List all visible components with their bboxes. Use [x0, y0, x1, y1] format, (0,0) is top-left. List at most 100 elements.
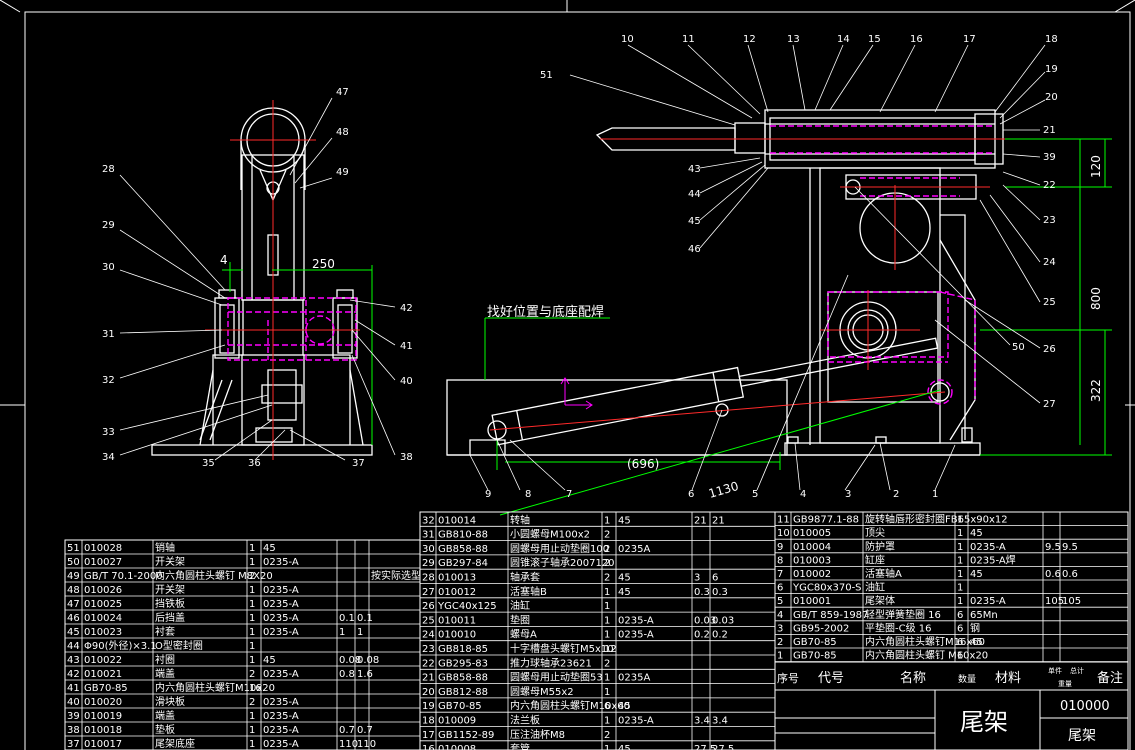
bom-mid-cell: 法兰板	[510, 714, 540, 727]
bom-mid-cell: 套管	[510, 742, 530, 750]
bom-mid-cell: 17	[422, 730, 435, 741]
bom-right-cell: 平垫圈-C级 16	[865, 621, 932, 634]
bom-left-cell: 1	[249, 627, 255, 638]
bom-left-cell: 50	[67, 557, 80, 568]
callout-2: 2	[893, 489, 899, 500]
header-name: 名称	[900, 670, 926, 686]
dim-696: (696)	[627, 457, 659, 471]
callout-3: 3	[845, 489, 851, 500]
bom-left-cell: 38	[67, 725, 80, 736]
bom-left-cell: Φ90(外径)×3.1	[84, 639, 157, 652]
bom-mid-cell: 内六角圆柱头螺钉M10x60	[510, 699, 630, 712]
bom-left-cell: 45	[263, 543, 276, 554]
bom-left-cell: 1	[249, 641, 255, 652]
bom-mid-cell: 1	[604, 673, 610, 684]
bom-mid-cell: 圆螺母用止动垫圈100	[510, 542, 609, 555]
bom-mid-cell: 29	[422, 558, 435, 569]
bom-right-cell: 防护罩	[865, 540, 895, 553]
bom-mid-cell: 27	[422, 587, 435, 598]
bom-mid-cell: 45	[618, 573, 631, 584]
bom-mid-cell: 32	[422, 515, 435, 526]
bom-left-cell: 010022	[84, 655, 122, 666]
bom-header-labels: 序号 代号 名称 数量 材料 单件 总计 重量 备注	[777, 666, 1123, 688]
bom-mid-cell: 1	[604, 615, 610, 626]
callout-35: 35	[202, 458, 215, 469]
bom-mid-cell: 1	[604, 630, 610, 641]
callout-9: 9	[485, 489, 491, 500]
bom-right-cell: 尾架体	[865, 595, 895, 607]
callout-21: 21	[1043, 125, 1056, 136]
bom-left-cell: O型密封圈	[155, 639, 203, 652]
bom-left-cell: 010025	[84, 599, 122, 610]
callout-5: 5	[752, 489, 758, 500]
bom-left-cell: 49	[67, 571, 80, 582]
bom-mid-cell: GB818-85	[438, 644, 488, 655]
corner-marks	[0, 0, 1135, 13]
bom-mid-cell: 23	[422, 644, 435, 655]
callout-4: 4	[800, 489, 806, 500]
bom-left-cell: 2	[249, 669, 255, 680]
bom-mid-cell: 垫圈	[510, 613, 530, 626]
bom-mid-cell: GB810-88	[438, 530, 488, 541]
bom-right-cell: GB70-85	[793, 637, 837, 648]
bom-right-cell: GB9877.1-88	[793, 515, 859, 526]
callout-23: 23	[1043, 215, 1056, 226]
bom-mid-cell: 推力球轴承23621	[510, 656, 592, 669]
bom-left-cell: 010024	[84, 613, 122, 624]
callout-47: 47	[336, 87, 349, 98]
bom-mid-cell: 6	[604, 701, 610, 712]
callout-26: 26	[1043, 344, 1056, 355]
bom-left-cell: 16	[249, 683, 262, 694]
callout-33: 33	[102, 427, 115, 438]
bom-mid-cell: 12	[604, 644, 617, 655]
bom-mid-cell: 45	[618, 515, 631, 526]
dim-4: 4	[220, 253, 228, 267]
bom-left-cell: 45	[263, 655, 276, 666]
bom-right-cell: 6	[957, 637, 963, 648]
bom-mid-cell: 1	[604, 744, 610, 750]
bom-left-cell: GB70-85	[84, 683, 128, 694]
product-name: 尾架	[1068, 728, 1096, 744]
bom-left-cell: 后挡盖	[155, 611, 185, 624]
callout-27: 27	[1043, 399, 1056, 410]
dim-120: 120	[1089, 155, 1103, 178]
bom-mid-cell: 30	[422, 544, 435, 555]
bom-mid-cell: 0.03	[712, 615, 734, 626]
header-weight: 重量	[1058, 680, 1072, 688]
bom-left-cell: 0235-A	[263, 697, 299, 708]
header-material: 材料	[995, 671, 1021, 686]
callout-25: 25	[1043, 297, 1056, 308]
bom-mid-cell: GB70-85	[438, 701, 482, 712]
bom-right-cell: 0.6	[1045, 569, 1061, 580]
bom-left-cell: 端盖	[155, 667, 175, 680]
bom-left-cell: 内六角圆柱头螺钉 M8X20	[155, 569, 273, 582]
bom-left-cell: 衬圈	[155, 653, 175, 666]
right-leaders	[469, 44, 1046, 491]
bom-mid-cell: 1	[604, 587, 610, 598]
bom-mid-cell: 010013	[438, 573, 476, 584]
bom-mid-cell: 010008	[438, 744, 476, 750]
left-dimensions	[222, 262, 373, 445]
bom-left-cell: GB/T 70.1-2000	[84, 571, 163, 582]
bom-left-cell: 滑块板	[155, 695, 185, 708]
bom-right-cell: 11	[777, 515, 790, 526]
bom-mid-cell: 28	[422, 573, 435, 584]
right-callout-labels: 10 11 12 13 14 15 16 17 18 19 20 21 39 2…	[485, 34, 1058, 500]
bom-left-cell: 42	[67, 669, 80, 680]
bom-mid-cell: 21	[712, 515, 725, 526]
bom-right-cell: GB/T 859-1987	[793, 610, 868, 621]
